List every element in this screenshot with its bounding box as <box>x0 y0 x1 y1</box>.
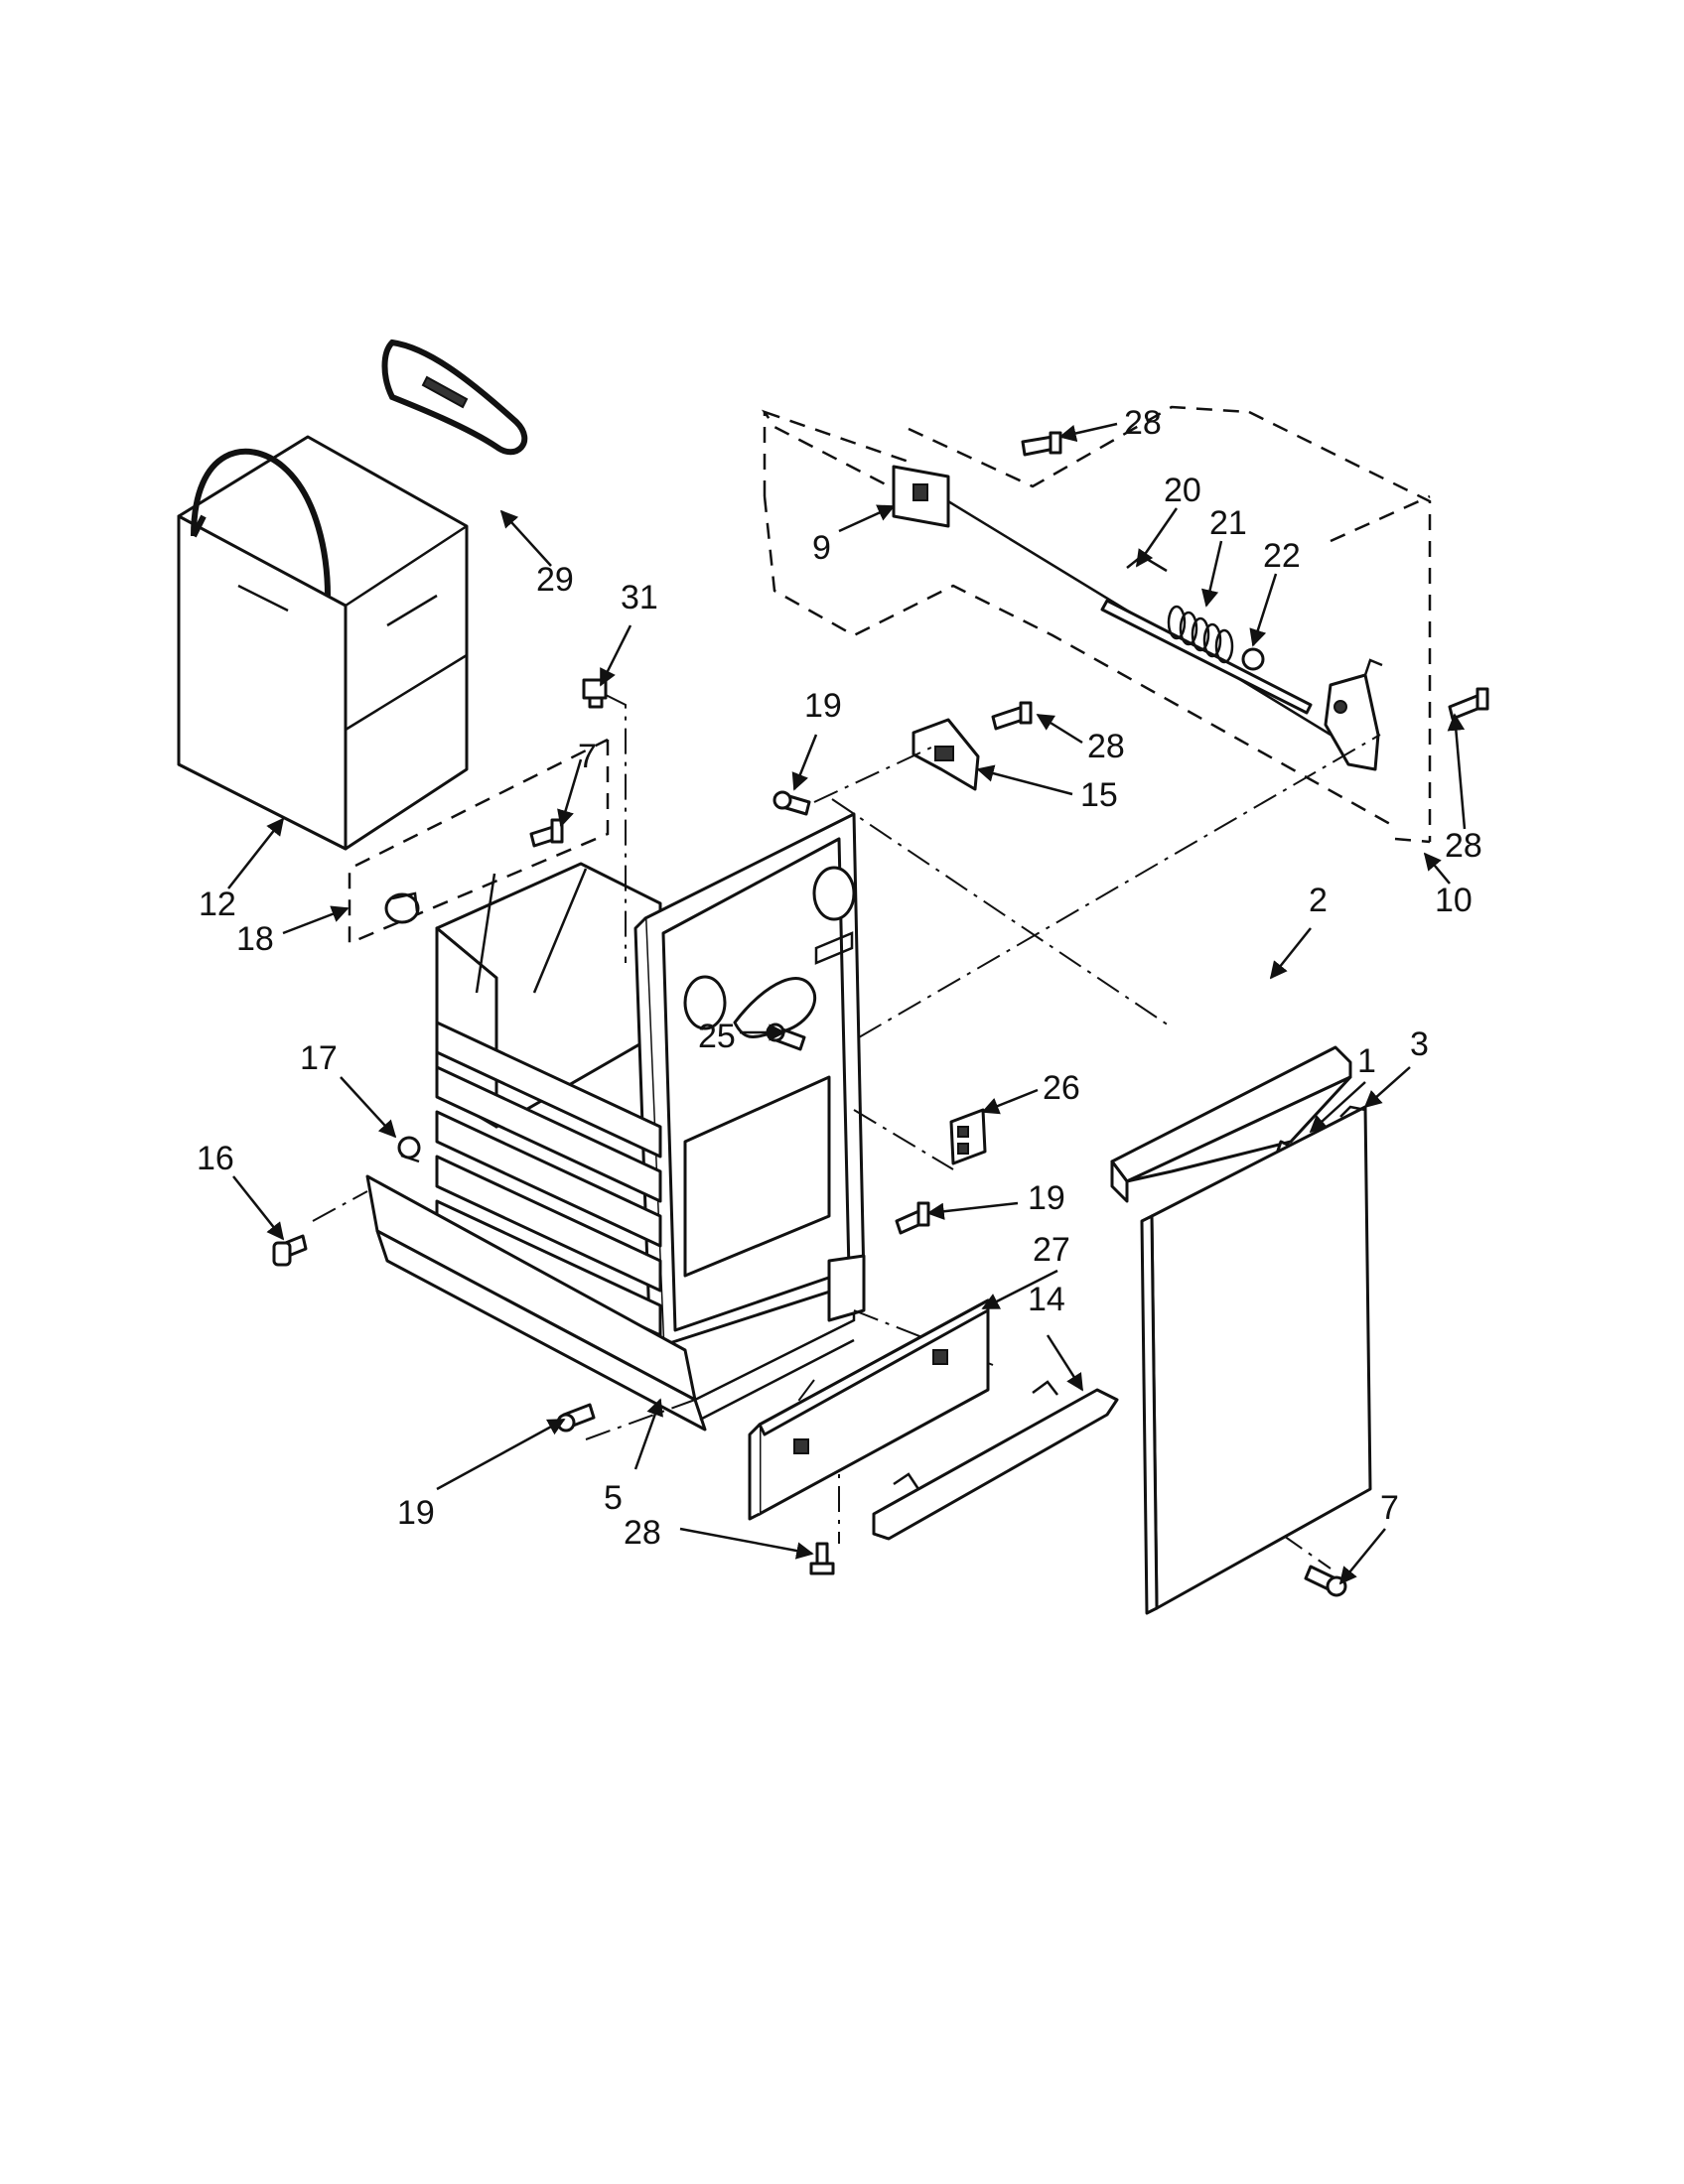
screw-16 <box>272 1234 308 1267</box>
callout-31: 31 <box>621 579 658 616</box>
callout-3: 3 <box>1410 1025 1429 1063</box>
cabinet-base <box>365 1174 866 1432</box>
callout-19: 19 <box>397 1494 435 1532</box>
hinge-plate-10 <box>1324 658 1383 771</box>
hamper-handle-front <box>191 448 331 597</box>
callout-20: 20 <box>1164 472 1201 509</box>
callout-9: 9 <box>812 529 831 567</box>
hamper-handle-29 <box>381 339 528 456</box>
cabinet-frame <box>435 812 866 1352</box>
toe-panel-27 <box>748 1298 990 1521</box>
callout-16: 16 <box>197 1140 234 1177</box>
screw-28-bottom <box>809 1542 835 1575</box>
screw-28-right <box>1448 687 1489 721</box>
screw-19-mid <box>895 1201 930 1235</box>
bumper-18 <box>384 891 420 924</box>
callout-21: 21 <box>1209 504 1247 542</box>
callout-leaders <box>227 422 1467 1585</box>
top-console-2 <box>1110 1045 1352 1203</box>
callout-5: 5 <box>604 1479 623 1517</box>
lid-latch-15 <box>912 718 980 791</box>
callout-17: 17 <box>300 1039 338 1077</box>
callout-28: 28 <box>624 1514 661 1552</box>
callout-26: 26 <box>1043 1069 1080 1107</box>
callout-18: 18 <box>236 920 274 958</box>
callout-labels: 28 20 21 22 9 29 31 19 28 15 28 7 12 18 … <box>197 404 1482 1552</box>
nut-17 <box>397 1136 421 1163</box>
callout-27: 27 <box>1033 1231 1070 1269</box>
side-panel-3 <box>1140 1105 1372 1615</box>
callout-2: 2 <box>1309 882 1328 919</box>
callout-19: 19 <box>804 687 842 725</box>
bracket-26 <box>949 1108 987 1165</box>
washer-22 <box>1241 647 1265 671</box>
callout-10: 10 <box>1435 882 1473 919</box>
bumper-outline <box>348 738 610 945</box>
callout-22: 22 <box>1263 537 1301 575</box>
screw-7-left <box>529 818 564 848</box>
screw-19-top <box>772 790 811 816</box>
screw-19-bottom <box>556 1403 596 1433</box>
lid-hinge-rod-20 <box>1100 554 1313 715</box>
screw-28-top <box>1021 431 1062 457</box>
cabinet-side-louvers <box>435 1021 662 1337</box>
hinge-spring-21 <box>1167 605 1234 664</box>
callout-7: 7 <box>1380 1489 1399 1527</box>
callout-1: 1 <box>1357 1042 1376 1080</box>
hinge-kit-outline <box>761 405 1432 844</box>
toe-kick-14 <box>872 1380 1119 1541</box>
screw-7-right <box>1304 1565 1347 1597</box>
callout-28: 28 <box>1445 827 1482 865</box>
screw-28-mid <box>991 701 1033 731</box>
hinge-bracket-9 <box>892 465 1332 737</box>
callout-25: 25 <box>698 1018 736 1055</box>
callout-12: 12 <box>199 886 236 923</box>
callout-14: 14 <box>1028 1281 1065 1318</box>
callout-7: 7 <box>578 738 597 775</box>
callout-29: 29 <box>536 561 574 599</box>
callout-15: 15 <box>1080 776 1118 814</box>
callout-19: 19 <box>1028 1179 1065 1217</box>
callout-28: 28 <box>1087 728 1125 765</box>
callout-28: 28 <box>1124 404 1162 442</box>
assembly-centerlines <box>312 694 1381 1570</box>
hamper-bag <box>177 435 469 851</box>
